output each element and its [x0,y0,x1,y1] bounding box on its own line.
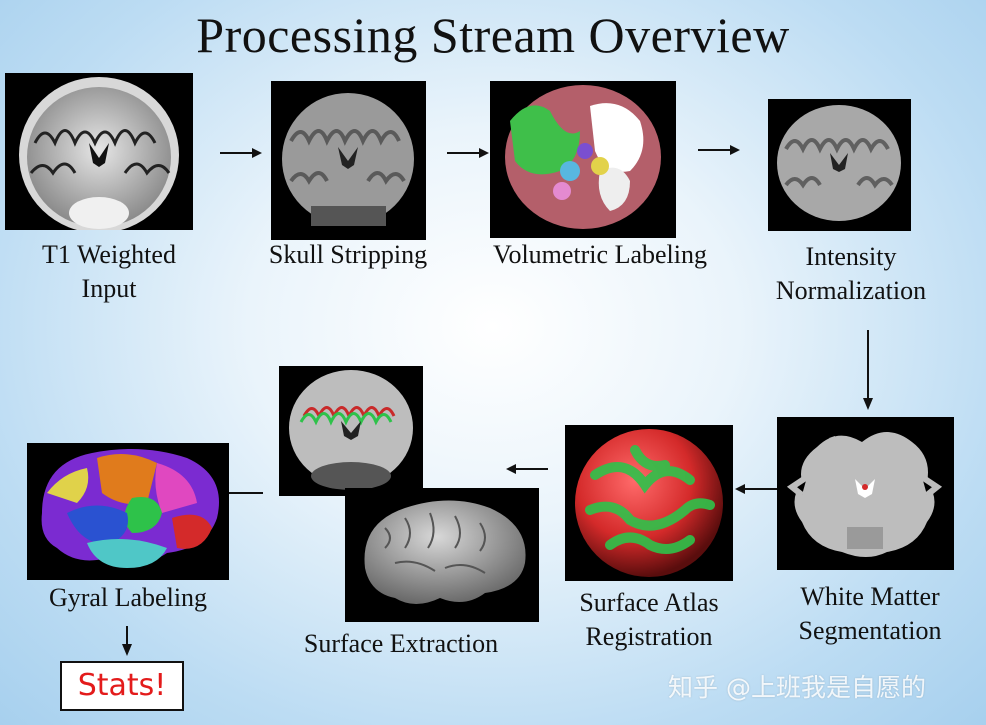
arrow-right-3 [698,143,740,161]
white-matter-label-line2: Segmentation [798,616,942,645]
white-matter-segmentation-image [777,417,954,570]
skull-label: Skull Stripping [268,240,428,269]
t1-label-line2: Input [81,274,137,303]
arrow-down [862,330,874,415]
intensity-label-line1: Intensity [805,242,897,271]
white-matter-label: White Matter Segmentation [770,580,970,648]
arrow-left-1 [735,482,777,500]
arrow-right-1 [220,146,262,164]
watermark: 知乎 @上班我是自愿的 [668,673,926,702]
t1-weighted-image [5,73,193,230]
skull-stripping-image [271,81,426,240]
surface-label: Surface Extraction [303,629,499,658]
intensity-label-line2: Normalization [775,276,927,305]
gyral-labeling-image [27,443,229,580]
arrow-right-2 [447,146,489,164]
connector-line [229,483,263,501]
volumetric-label: Volumetric Labeling [493,240,707,269]
arrow-left-2 [506,462,548,480]
volumetric-labeling-image [490,81,676,238]
gyral-label: Gyral Labeling [48,583,208,612]
white-matter-label-line1: White Matter [800,582,940,611]
intensity-normalization-image [768,99,911,231]
stats-box: Stats! [60,661,184,711]
surface-extraction-3d-image [345,488,539,622]
surface-extraction-coronal-image [279,366,423,496]
intensity-label: Intensity Normalization [752,240,950,308]
atlas-label: Surface Atlas Registration [552,586,746,654]
t1-label-line1: T1 Weighted [42,240,176,269]
t1-label: T1 Weighted Input [14,238,204,306]
atlas-label-line2: Registration [585,622,713,651]
page-title: Processing Stream Overview [196,7,790,63]
surface-atlas-registration-image [565,425,733,581]
arrow-down-stats [121,626,133,661]
atlas-label-line1: Surface Atlas [579,588,719,617]
